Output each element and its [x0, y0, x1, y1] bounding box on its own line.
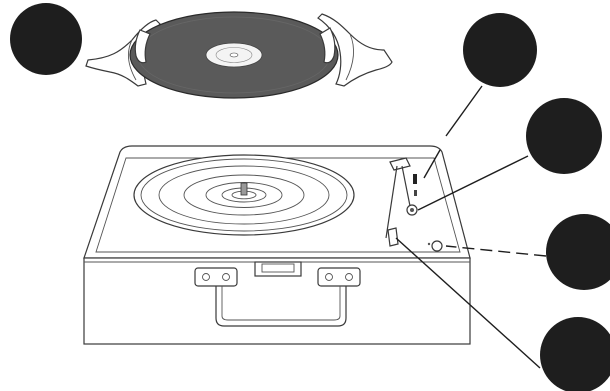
callout-3	[526, 98, 602, 174]
tonearm	[385, 157, 418, 247]
carry-handle	[215, 286, 347, 327]
handle-mount-right	[317, 267, 361, 287]
callout-4	[546, 214, 610, 290]
callout-1	[10, 3, 82, 75]
power-knob	[427, 240, 443, 252]
tonearm-lever	[387, 227, 399, 247]
tonearm-rest	[413, 174, 417, 184]
record-in-hands	[85, 11, 393, 99]
leader-4	[445, 245, 547, 257]
latch	[254, 261, 302, 277]
spindle	[240, 182, 248, 196]
record-player	[83, 145, 471, 345]
handle-mount-left	[194, 267, 238, 287]
right-hand	[317, 13, 393, 87]
leader-3	[417, 155, 529, 211]
callouts	[10, 3, 610, 391]
callout-2	[463, 13, 537, 87]
leader-lines	[395, 85, 547, 369]
leader-2	[445, 85, 483, 137]
leader-5	[395, 237, 541, 369]
callout-5	[540, 317, 610, 391]
